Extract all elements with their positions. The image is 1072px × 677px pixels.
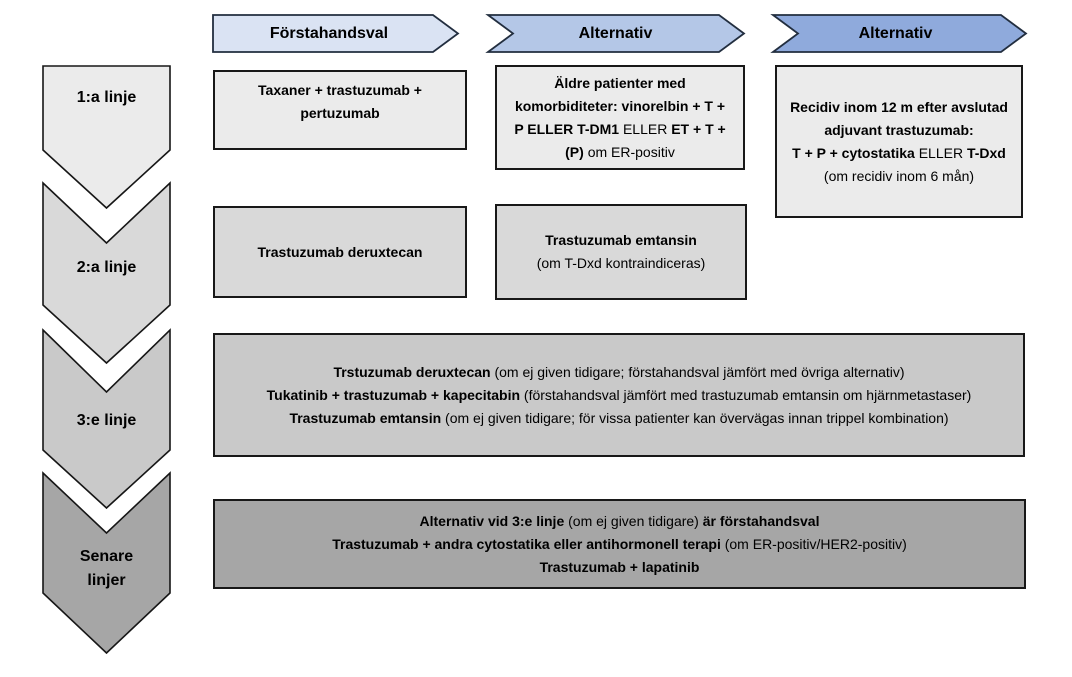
later-lines-chevron-shape xyxy=(42,471,171,655)
box-text-line: Trastuzumab + lapatinib xyxy=(539,558,700,575)
line3-label: 3:e linje xyxy=(76,412,137,429)
box-text: Taxaner + trastuzumab + pertuzumab xyxy=(258,82,422,121)
line2-label: 2:a linje xyxy=(76,259,137,276)
header-arrow-forstahandsval-shape xyxy=(212,14,460,53)
box-later-lines: Alternativ vid 3:e linje (om ej given ti… xyxy=(213,499,1026,589)
header-arrow-label-forstahandsval: Förstahandsval xyxy=(269,25,389,42)
line1-chevron-shape xyxy=(42,65,171,210)
header-arrow-label-alternativ1: Alternativ xyxy=(578,25,653,42)
box-text: Recidiv inom 12 m efter avslutad adjuvan… xyxy=(790,98,1008,184)
box-line1-alternative1: Äldre patienter med komorbiditeter: vino… xyxy=(495,65,745,170)
box-text-line: Alternativ vid 3:e linje (om ej given ti… xyxy=(419,512,820,529)
line1-label: 1:a linje xyxy=(76,89,137,106)
header-arrow-alternativ2-shape xyxy=(770,14,1028,53)
line2-chevron-shape xyxy=(42,181,171,365)
line3-chevron-shape xyxy=(42,328,171,510)
box-line2-first-choice: Trastuzumab deruxtecan xyxy=(213,206,467,298)
box-text-line: Tukatinib + trastuzumab + kapecitabin (f… xyxy=(266,386,972,403)
box-text: Äldre patienter med komorbiditeter: vino… xyxy=(514,74,726,160)
box-line1-alternative2: Recidiv inom 12 m efter avslutad adjuvan… xyxy=(775,65,1023,218)
later-lines-label: Senare linjer xyxy=(79,548,134,589)
box-text-line: Trastuzumab + andra cytostatika eller an… xyxy=(332,535,907,552)
box-line1-first-choice: Taxaner + trastuzumab + pertuzumab xyxy=(213,70,467,150)
header-arrow-label-alternativ2: Alternativ xyxy=(858,25,933,42)
box-text-line: Trstuzumab deruxtecan (om ej given tidig… xyxy=(333,363,905,380)
box-text-line: Trastuzumab emtansin (om ej given tidiga… xyxy=(289,409,949,426)
box-text: Trastuzumab emtansin (om T-Dxd kontraind… xyxy=(536,232,706,271)
box-line3: Trstuzumab deruxtecan (om ej given tidig… xyxy=(213,333,1025,457)
header-arrow-alternativ1-shape xyxy=(485,14,746,53)
box-text: Trastuzumab deruxtecan xyxy=(257,243,423,260)
box-line2-alternative: Trastuzumab emtansin (om T-Dxd kontraind… xyxy=(495,204,747,300)
